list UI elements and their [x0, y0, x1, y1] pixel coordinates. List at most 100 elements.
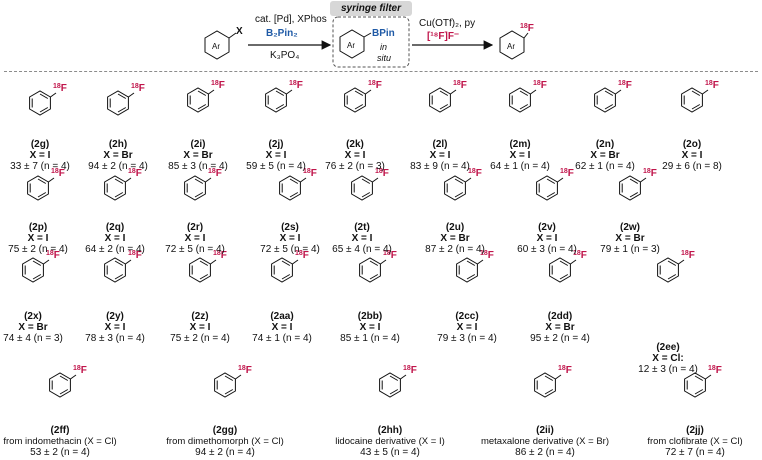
ring-2gg [214, 372, 236, 398]
f18-label-2w: 18F [643, 168, 657, 179]
f18-label-2dd: 18F [573, 250, 587, 261]
f-bond-2m [530, 89, 537, 95]
compound-2gg: (2gg)from dimethomorph (X = Cl)94 ± 2 (n… [150, 425, 300, 458]
rcc-yield: 94 ± 2 (n = 4) [88, 161, 148, 172]
compound-id: (2n) [595, 139, 615, 150]
compound-id: (2v) [538, 222, 556, 233]
f-bond-2y [125, 259, 132, 265]
ring-2t-double-bond [361, 192, 371, 198]
f-bond-2v [557, 177, 564, 183]
ring-2o-double-bond [691, 90, 701, 96]
f-bond-2o [702, 89, 709, 95]
ring-2p-double-bond [37, 178, 47, 184]
halide-label: X = I [344, 150, 366, 161]
ring-2n [594, 87, 616, 113]
halide-label: X = I [104, 322, 126, 333]
halide-label: X = I [456, 322, 478, 333]
rcc-yield: 74 ± 4 (n = 3) [3, 333, 63, 344]
ring-2aa-double-bond [281, 260, 291, 266]
ring-2v [536, 175, 558, 201]
ring-2bb [359, 257, 381, 283]
ring-2w-double-bond [629, 178, 639, 184]
ring-2i-double-bond [197, 104, 207, 110]
ring-2t-double-bond [361, 178, 371, 184]
compound-id: (2bb) [357, 311, 383, 322]
ring-2h-double-bond [117, 93, 127, 99]
halide-label: X = I [681, 150, 703, 161]
ring-2cc-double-bond [466, 274, 476, 280]
rcc-yield: 79 ± 3 (n = 4) [437, 333, 497, 344]
halide-label: X = I [429, 150, 451, 161]
rcc-yield: 62 ± 1 (n = 4) [575, 161, 635, 172]
halide-label: X = I [359, 322, 381, 333]
halide-label: X = I [509, 150, 531, 161]
f-bond-2u [465, 177, 472, 183]
ring-2gg-double-bond [224, 375, 234, 381]
rcc-yield: 64 ± 2 (n = 4) [85, 244, 145, 255]
rcc-yield: 95 ± 2 (n = 4) [530, 333, 590, 344]
header-start-ring [204, 30, 237, 60]
ring-2o [681, 87, 703, 113]
compound-id: (2cc) [455, 311, 479, 322]
ring-2i-double-bond [197, 90, 207, 96]
ring-2v-double-bond [546, 192, 556, 198]
f-bond-2p [48, 177, 55, 183]
f18-label-2ee: 18F [681, 250, 695, 261]
halide-label: X = I [184, 233, 206, 244]
ring-2ii-double-bond [544, 389, 554, 395]
f-bond-2i [208, 89, 215, 95]
compound-id: (2ff) [50, 425, 70, 436]
compound-id: (2w) [620, 222, 640, 233]
compound-id: (2t) [354, 222, 370, 233]
f-bond-2ee [678, 259, 685, 265]
header-insitu-1: in [380, 42, 387, 52]
ring-2s [279, 175, 301, 201]
compound-id: (2gg) [212, 425, 238, 436]
f-bond-2jj [705, 374, 712, 380]
f-bond-2hh [400, 374, 407, 380]
compound-id: (2j) [268, 139, 284, 150]
halide-label: X = Cl: [652, 353, 684, 364]
f18-label-2h: 18F [131, 83, 145, 94]
f-bond-2l [450, 89, 457, 95]
ring-2r [184, 175, 206, 201]
ring-2n-double-bond [604, 90, 614, 96]
compound-2ii: (2ii)metaxalone derivative (X = Br)86 ± … [470, 425, 620, 458]
ring-2bb-double-bond [369, 260, 379, 266]
header-insitu-2: situ [377, 53, 391, 63]
f-bond-2z [210, 259, 217, 265]
ring-2ee [657, 257, 679, 283]
ring-2v-double-bond [546, 178, 556, 184]
ring-2l-double-bond [439, 104, 449, 110]
ring-2w [619, 175, 641, 201]
f18-label-2cc: 18F [480, 250, 494, 261]
ring-2j-double-bond [275, 104, 285, 110]
rcc-yield: 86 ± 2 (n = 4) [515, 447, 575, 458]
compound-id: (2u) [445, 222, 465, 233]
compound-id: (2m) [509, 139, 531, 150]
header-product-ring [499, 30, 529, 60]
ring-2g-double-bond [39, 93, 49, 99]
ring-2h [107, 90, 129, 116]
step1-base: K₃PO₄ [270, 50, 300, 61]
compound-id: (2o) [682, 139, 702, 150]
ring-2s-double-bond [289, 178, 299, 184]
ring-2z-double-bond [199, 260, 209, 266]
halide-label: X = I [27, 233, 49, 244]
ring-2w-double-bond [629, 192, 639, 198]
f18-label-2gg: 18F [238, 365, 252, 376]
compound-id: (2r) [186, 222, 204, 233]
rcc-yield: 64 ± 1 (n = 4) [490, 161, 550, 172]
ring-2g-double-bond [39, 107, 49, 113]
f-bond-2h [128, 92, 135, 98]
ring-2l [429, 87, 451, 113]
rcc-yield: 59 ± 5 (n = 4) [246, 161, 306, 172]
